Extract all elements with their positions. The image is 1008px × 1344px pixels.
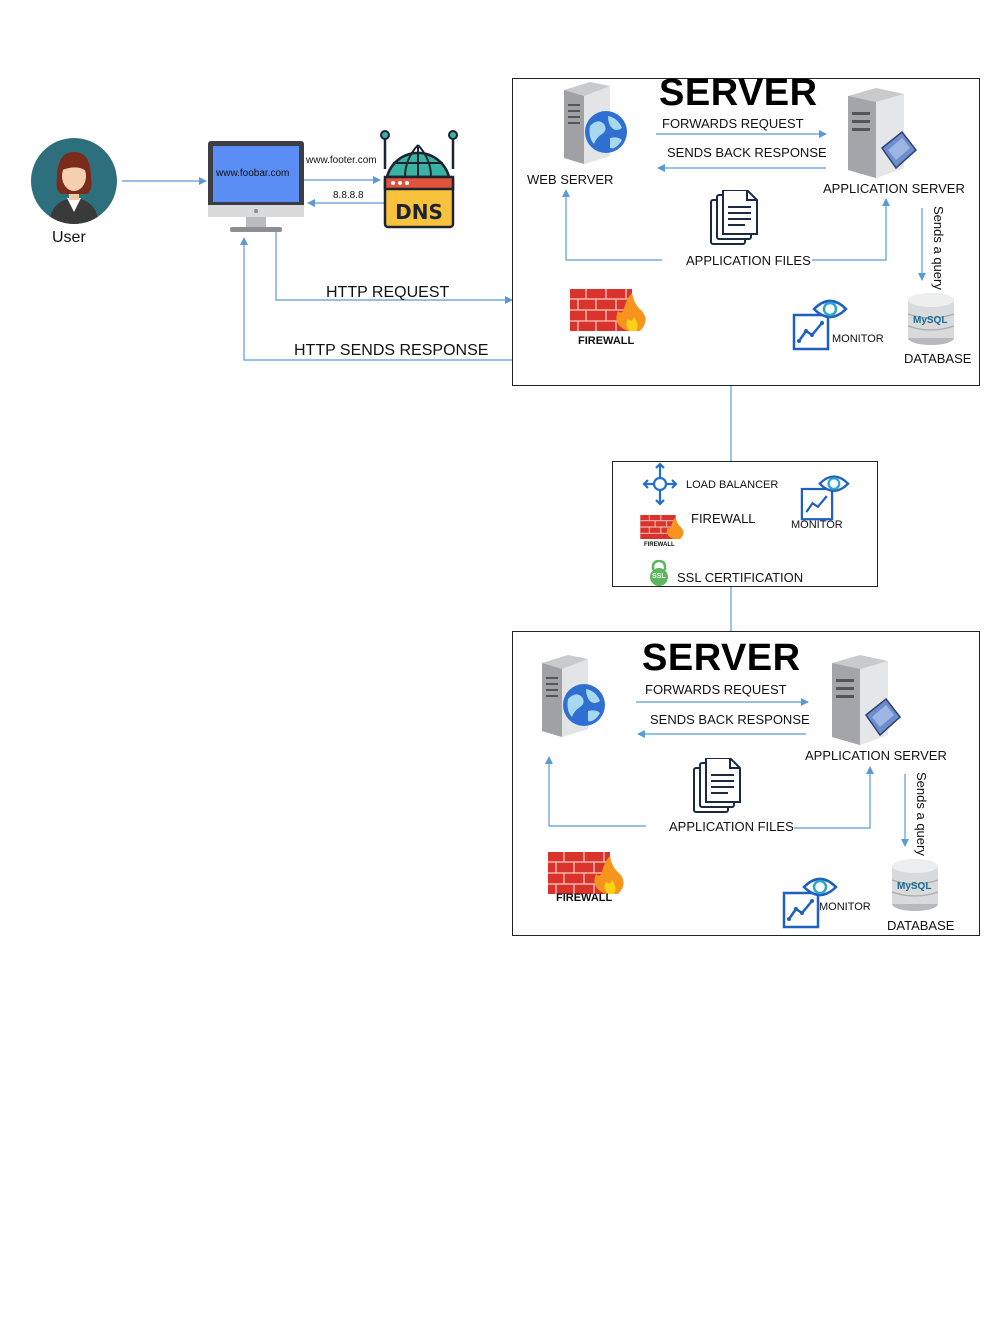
firewall-2: [544, 848, 628, 898]
mysql-logo-text-2: MySQL: [897, 881, 932, 892]
web-server-icon: [564, 82, 627, 164]
load-balancer-icon: [642, 462, 678, 506]
desktop-computer-icon: [208, 141, 304, 232]
http-request-arrow: [275, 232, 513, 304]
web-server-2: [538, 655, 610, 737]
app-server-1: [846, 88, 918, 178]
monitor-screen-url: www.foobar.com: [216, 168, 290, 179]
dns-answer-label: 8.8.8.8: [333, 190, 364, 201]
application-files-1: [709, 189, 759, 246]
firewall-icon: [640, 515, 684, 539]
load-balancer-box: [612, 461, 878, 587]
database-2: MySQL: [890, 858, 940, 912]
mysql-logo-text: MySQL: [913, 315, 948, 326]
middle-monitor-label: MONITOR: [791, 519, 843, 531]
ssl-badge: SSL: [648, 559, 670, 586]
application-files-2-label: APPLICATION FILES: [669, 819, 794, 834]
database-1: MySQL: [906, 292, 956, 346]
load-balancer-icon-wrap: [642, 462, 678, 508]
monitor-eye-icon: [792, 299, 848, 351]
document-stack-icon: [710, 189, 758, 245]
database-2-label: DATABASE: [887, 918, 955, 933]
document-stack-icon: [693, 757, 741, 813]
ssl-badge-text: SSL: [652, 573, 666, 580]
middle-firewall-small-label: FIREWALL: [644, 542, 675, 548]
load-balancer-label: LOAD BALANCER: [686, 479, 779, 491]
mysql-database-icon: [891, 859, 939, 911]
monitor-2: [782, 875, 838, 929]
computer-monitor: [208, 141, 304, 233]
middle-monitor: [800, 473, 850, 521]
sends-back-response-2-label: SENDS BACK RESPONSE: [650, 712, 810, 727]
firewall-2-label: FIREWALL: [556, 892, 613, 904]
application-server-icon: [848, 88, 918, 178]
http-response-label: HTTP SENDS RESPONSE: [294, 342, 489, 359]
middle-firewall: [638, 512, 686, 542]
application-files-1-label: APPLICATION FILES: [686, 253, 811, 268]
server-2-box: [512, 631, 980, 936]
firewall-icon: [570, 289, 646, 331]
server-1-box: [512, 78, 980, 386]
sends-back-response-1-label: SENDS BACK RESPONSE: [667, 145, 827, 160]
user-avatar: [31, 138, 117, 224]
firewall-icon: [548, 852, 624, 894]
application-files-2: [692, 757, 742, 814]
dns-query-label: www.footer.com: [306, 155, 377, 166]
mysql-database-icon: [907, 293, 955, 345]
user-icon: [31, 138, 117, 224]
forwards-request-1-label: FORWARDS REQUEST: [662, 116, 804, 131]
http-request-label: HTTP REQUEST: [326, 284, 450, 301]
database-1-label: DATABASE: [904, 351, 972, 366]
http-response-arrow: [240, 237, 512, 361]
user-label: User: [52, 229, 86, 246]
monitor-eye-icon: [782, 877, 838, 929]
forwards-request-2-label: FORWARDS REQUEST: [645, 682, 787, 697]
ssl-certification-label: SSL CERTIFICATION: [677, 570, 804, 585]
firewall-1: [566, 285, 650, 335]
dns-globe-icon: [380, 130, 458, 229]
web-server-icon: [542, 655, 605, 737]
server-2-title: SERVER: [642, 637, 801, 679]
app-server-2-label: APPLICATION SERVER: [805, 748, 947, 763]
monitor-1-label: MONITOR: [832, 333, 884, 345]
web-server-1-label: WEB SERVER: [527, 172, 614, 187]
monitor-eye-icon: [800, 475, 850, 521]
application-server-icon: [832, 655, 902, 745]
app-server-1-label: APPLICATION SERVER: [823, 181, 965, 196]
middle-firewall-label: FIREWALL: [691, 511, 756, 526]
server-1-title: SERVER: [659, 72, 818, 114]
firewall-1-label: FIREWALL: [578, 335, 635, 347]
monitor-2-label: MONITOR: [819, 901, 871, 913]
sends-query-2-label: Sends a query: [914, 772, 929, 856]
sends-query-1-label: Sends a query: [931, 206, 946, 290]
dns-server: DNS: [377, 129, 459, 231]
monitor-1: [792, 297, 848, 351]
ssl-lock-icon: [650, 559, 668, 586]
app-server-2: [830, 655, 902, 745]
dns-label: DNS: [395, 200, 443, 224]
web-server-1: [560, 82, 632, 164]
